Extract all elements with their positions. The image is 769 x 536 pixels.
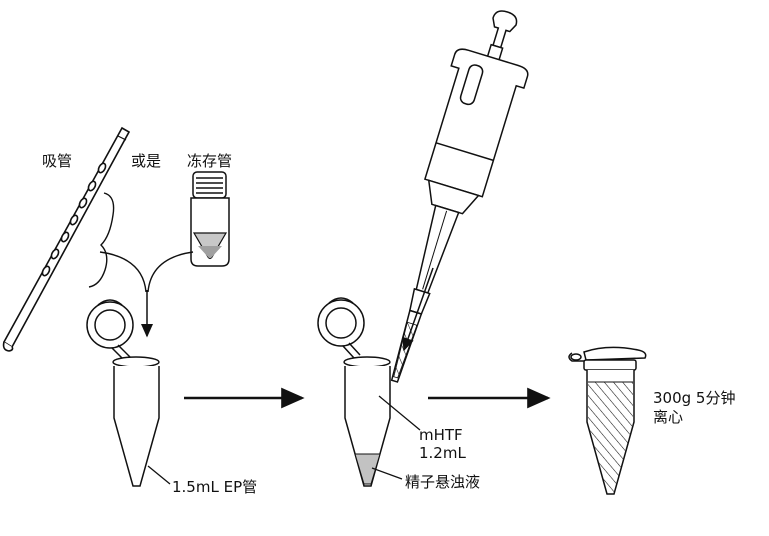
insert-arrow <box>402 267 434 352</box>
mhtf-leader <box>378 395 421 431</box>
merge-line-left <box>99 251 147 293</box>
microtube-icon <box>86 299 160 487</box>
centrifuge-action-label: 离心 <box>653 408 684 426</box>
ep-tube-label: 1.5mL EP管 <box>172 478 258 496</box>
centrifuge-params-label: 300g 5分钟 <box>653 389 736 407</box>
cryovial-icon <box>190 171 230 267</box>
micropipette-icon <box>390 10 529 383</box>
sperm-suspension-label: 精子悬浊液 <box>405 473 481 491</box>
cryovial-label: 冻存管 <box>187 152 233 170</box>
merge-line-right <box>147 251 194 293</box>
pipette-label: 吸管 <box>42 152 73 170</box>
microtube-icon-2 <box>317 297 391 487</box>
pipette-icon <box>2 126 131 352</box>
mhtf-volume-label: 1.2mL <box>419 444 466 462</box>
mhtf-name-label: mHTF <box>419 426 463 444</box>
microtube-icon-3 <box>568 346 647 495</box>
suspension-leader <box>371 467 403 480</box>
ep-tube-leader <box>147 465 171 485</box>
pipette-brace <box>88 192 115 288</box>
or-label: 或是 <box>131 152 162 170</box>
